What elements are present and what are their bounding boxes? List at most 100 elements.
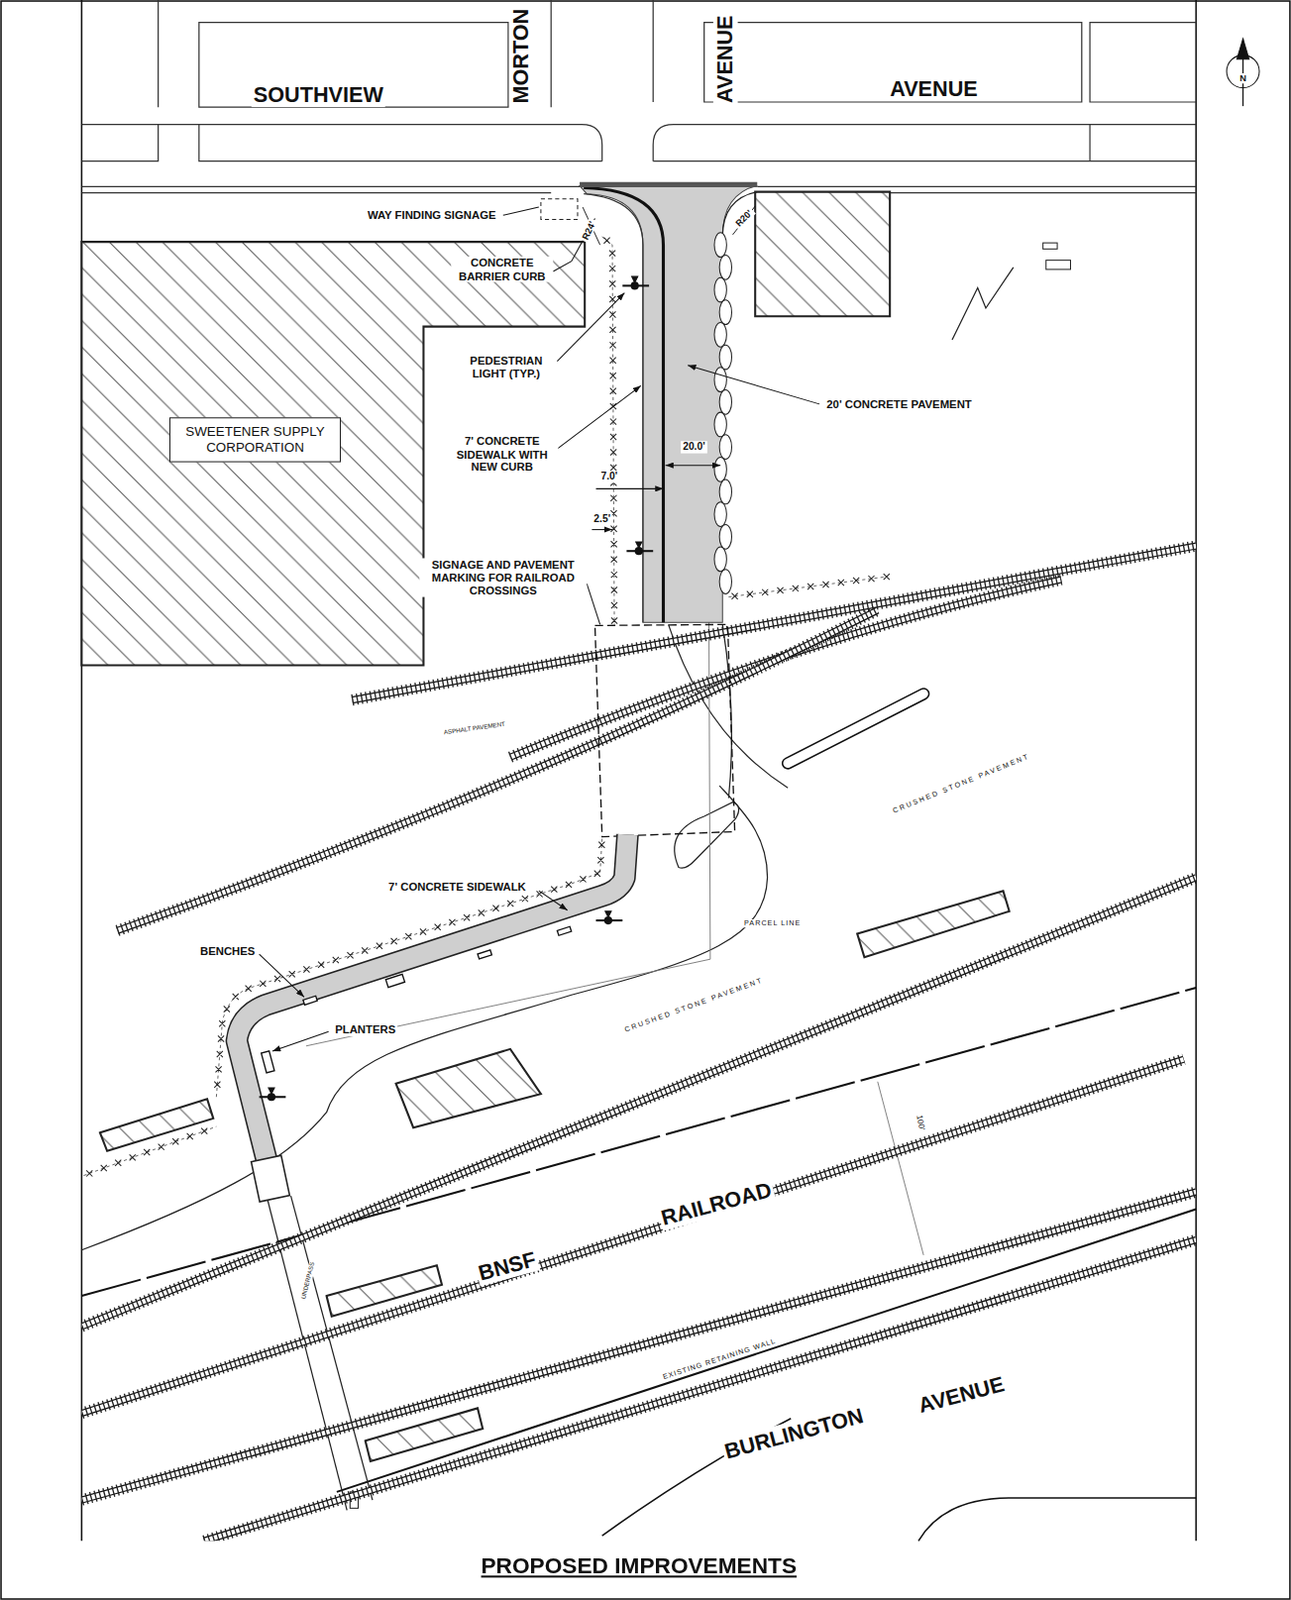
shrub	[719, 524, 732, 549]
radius-line	[733, 206, 756, 235]
node-text-stack: SWEETENER SUPPLY CORPORATION	[178, 424, 332, 456]
small-structure	[1046, 260, 1072, 270]
bench	[477, 950, 492, 960]
building-footprint	[100, 1098, 214, 1152]
shrub	[719, 389, 732, 415]
street-line	[81, 124, 158, 162]
callout-label: BENCHES	[198, 944, 258, 958]
street-line	[157, 0, 159, 108]
street-line	[1089, 22, 1196, 103]
track-rail	[351, 545, 1196, 701]
street-line	[652, 0, 654, 103]
street-line	[1088, 124, 1090, 162]
track-gap	[204, 1239, 1196, 1541]
shrub	[714, 412, 727, 437]
north-arrow-head	[1236, 38, 1249, 60]
shrub	[714, 232, 727, 258]
street-line	[652, 160, 1196, 162]
street-line	[704, 22, 1082, 103]
leader-line	[503, 207, 539, 216]
leader-line	[586, 583, 600, 625]
sheet-border	[81, 0, 1196, 1541]
building-footprint	[857, 890, 1009, 958]
signage-marker	[540, 199, 578, 220]
building-footprint	[396, 1049, 541, 1128]
street-line	[550, 0, 552, 108]
railroad-name: RAILROAD	[656, 1177, 777, 1232]
bench	[556, 926, 571, 936]
callout-label: PLANTERS	[332, 1023, 398, 1037]
building-footprint	[754, 192, 890, 318]
street-line	[199, 124, 603, 162]
shrub	[714, 277, 727, 303]
track-gap	[116, 610, 877, 931]
callout-label: PEDESTRIAN LIGHT (TYP.)	[455, 354, 556, 381]
fence-post	[603, 237, 618, 625]
fence-post	[214, 842, 605, 1088]
north-arrow-letter: N	[1237, 73, 1249, 85]
street-name: BURLINGTON	[720, 1402, 868, 1465]
curb-island	[787, 693, 924, 763]
shrub	[719, 300, 732, 325]
street-lines	[81, 0, 1196, 194]
company-name: SWEETENER SUPPLY CORPORATION	[178, 424, 332, 456]
street-line	[81, 186, 580, 188]
sketch-mark	[952, 267, 1014, 340]
dimension-label: 100'	[914, 1112, 928, 1134]
street-name: AVENUE	[887, 76, 980, 102]
road-edge	[722, 624, 732, 798]
track-gap	[81, 1191, 1196, 1501]
callout-label: 20' CONCRETE PAVEMENT	[824, 397, 974, 411]
dimension-line	[665, 464, 722, 466]
track-rail	[204, 1239, 1196, 1541]
track-rail	[116, 610, 877, 931]
leader-line	[556, 385, 641, 449]
track-ties	[81, 1191, 1196, 1501]
light-head	[605, 911, 612, 918]
street-name: SOUTHVIEW	[251, 82, 386, 108]
company-box: SWEETENER SUPPLY CORPORATION	[169, 418, 341, 462]
street-line	[81, 192, 551, 194]
track-gap	[351, 545, 1196, 701]
barrier-curb	[583, 188, 663, 624]
fence-post	[731, 573, 889, 600]
retaining-wall-line	[336, 1209, 1196, 1493]
street-name: AVENUE	[713, 12, 739, 106]
planter	[385, 973, 405, 987]
light-head	[268, 1087, 275, 1094]
shrub	[714, 456, 727, 482]
leader-line	[259, 954, 305, 997]
pedestrian-light	[626, 541, 653, 555]
shrub	[719, 344, 732, 370]
planter	[261, 1051, 275, 1074]
shrub	[714, 546, 727, 572]
drawing-title: PROPOSED IMPROVEMENTS	[481, 1553, 798, 1581]
shrub	[714, 502, 727, 528]
curb-island-fill	[787, 693, 924, 763]
bench	[303, 995, 318, 1005]
dimension-label: 20.0'	[680, 440, 708, 453]
surface-label: ASPHALT PAVEMENT	[441, 720, 509, 737]
sidewalk-end-pad	[251, 1155, 291, 1202]
shrub	[719, 569, 732, 595]
radius-label: R24'	[579, 217, 600, 244]
turning-island	[674, 802, 740, 869]
leader-line	[272, 1031, 329, 1052]
light-head	[636, 541, 643, 548]
fence-line	[215, 839, 602, 1098]
shrub	[719, 255, 732, 281]
track-gap	[510, 579, 1062, 757]
street-line	[652, 124, 1196, 162]
street-line	[756, 186, 1196, 188]
curb-return	[722, 192, 757, 237]
callout-label: 7' CONCRETE SIDEWALK WITH NEW CURB	[445, 434, 558, 474]
dimension-line	[596, 488, 664, 490]
street-name: AVENUE	[913, 1371, 1009, 1419]
track-ties	[351, 545, 1196, 701]
leader-line	[556, 293, 625, 362]
track-ties	[510, 579, 1062, 757]
dimension-label: 2.5'	[591, 512, 613, 525]
